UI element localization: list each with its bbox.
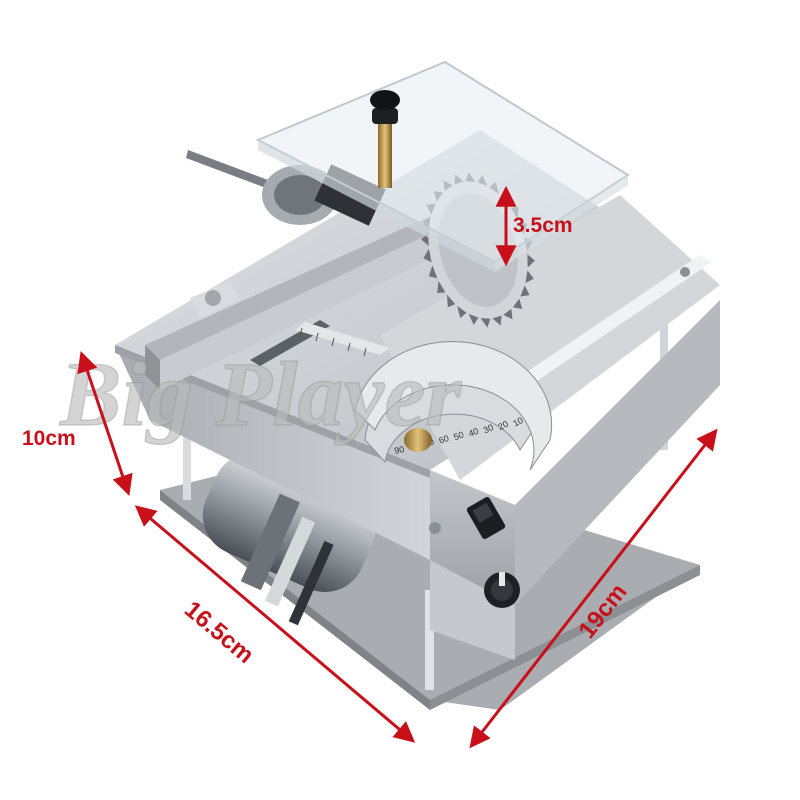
saw-tooth (512, 298, 523, 309)
saw-tooth (520, 285, 530, 297)
height-arrow (77, 351, 133, 496)
guard-knob-icon[interactable] (370, 90, 400, 110)
saw-tooth (480, 318, 491, 328)
height-label: 10cm (22, 427, 76, 450)
saw-tooth (527, 254, 535, 268)
saw-tooth (492, 315, 502, 326)
saw-tooth (428, 265, 438, 279)
protractor-scale-label: 20 (496, 419, 509, 432)
watermark-text: Big Player (59, 343, 462, 445)
length-label: 16.5cm (179, 596, 259, 669)
mitre-ruler (295, 322, 390, 357)
protractor-scale-label: 90 (393, 444, 405, 456)
protractor-scale-label: 10 (511, 415, 525, 429)
width-arrow (469, 428, 718, 749)
saw-tooth (457, 305, 467, 319)
acrylic-guard (255, 60, 630, 272)
wing-nut-icon[interactable] (205, 290, 221, 306)
saw-tooth (446, 294, 456, 308)
length-arrow (134, 505, 416, 743)
saw-tooth (423, 248, 432, 263)
protractor-scale-label: 50 (452, 429, 465, 442)
saw-tooth (468, 313, 479, 326)
cut-depth-label: 3.5cm (513, 214, 573, 237)
protractor-scale-label: 60 (438, 433, 451, 446)
saw-tooth (525, 270, 534, 284)
dimension-arrows (77, 185, 718, 749)
saw-tooth (503, 308, 513, 320)
saw-tooth (437, 280, 446, 294)
protractor-lock-knob-icon[interactable] (404, 428, 432, 452)
rip-fence (145, 205, 470, 390)
